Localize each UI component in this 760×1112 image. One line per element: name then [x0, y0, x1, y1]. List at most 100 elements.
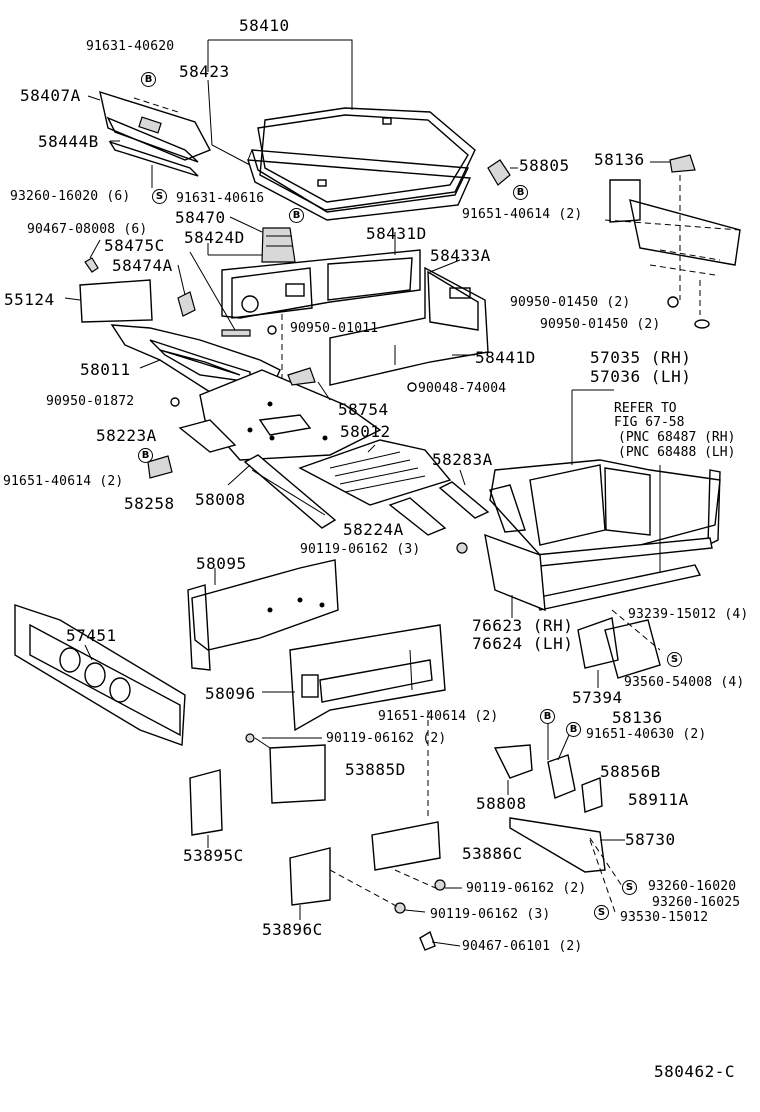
- badge-b: B: [138, 448, 153, 463]
- rail-58008: [243, 454, 337, 529]
- bracket-58258: [147, 455, 173, 479]
- tray-58730: [509, 817, 606, 873]
- label-58444b: 58444B: [38, 132, 99, 151]
- label-58433a: 58433A: [430, 246, 491, 265]
- label-58136-top: 58136: [594, 150, 645, 169]
- bracket-58808: [493, 744, 533, 779]
- label-90950-01450-2-a: 90950-01450 (2): [510, 295, 631, 310]
- label-91631-40620: 91631-40620: [86, 39, 175, 54]
- rail-58283a: [438, 481, 490, 519]
- bracket-58805: [487, 159, 511, 186]
- cover-panel-58407a: [99, 90, 211, 177]
- label-58475c: 58475C: [104, 236, 165, 255]
- label-53885d: 53885D: [345, 760, 406, 779]
- side-panel-58096: [289, 624, 446, 732]
- bracket-58911a: [581, 777, 603, 813]
- label-55124: 55124: [4, 290, 55, 309]
- label-90119-06162-3-top: 90119-06162 (3): [300, 542, 421, 557]
- panel-53896c: [289, 847, 331, 906]
- deck-board-tray-58410: [247, 107, 476, 221]
- label-58474a: 58474A: [112, 256, 173, 275]
- label-90119-06162-2-a: 90119-06162 (2): [326, 731, 447, 746]
- label-53886c: 53886C: [462, 844, 523, 863]
- label-58754: 58754: [338, 400, 389, 419]
- label-58012: 58012: [340, 422, 391, 441]
- label-58096: 58096: [205, 684, 256, 703]
- label-91631-40616: 91631-40616: [176, 191, 265, 206]
- mud-flap-76623: [484, 533, 546, 612]
- label-90048-74004: 90048-74004: [418, 381, 507, 396]
- label-58470: 58470: [175, 208, 226, 227]
- label-58805: 58805: [519, 156, 570, 175]
- badge-s: S: [594, 905, 609, 920]
- label-93260-16020: 93260-16020: [648, 879, 737, 894]
- label-90950-01450-2-b: 90950-01450 (2): [540, 317, 661, 332]
- label-58407a: 58407A: [20, 86, 81, 105]
- label-91651-40630-2: 91651-40630 (2): [586, 727, 707, 742]
- label-58224a: 58224A: [343, 520, 404, 539]
- bracket-58223a: [178, 419, 237, 453]
- label-90467-06101-2: 90467-06101 (2): [462, 939, 583, 954]
- label-58423: 58423: [179, 62, 230, 81]
- label-93239-15012: 93239-15012 (4): [628, 607, 749, 622]
- label-93260-16025: 93260-16025: [652, 895, 741, 910]
- floor-mat-58012: [298, 439, 452, 506]
- label-90950-01872: 90950-01872: [46, 394, 135, 409]
- jack-cover-58470: [261, 227, 296, 263]
- label-57451: 57451: [66, 626, 117, 645]
- label-90467-08008-6: 90467-08008 (6): [27, 222, 148, 237]
- bolt-90119: [456, 542, 468, 554]
- running-board: [534, 564, 702, 611]
- bracket-57394: [577, 617, 661, 679]
- label-58424d: 58424D: [184, 228, 245, 247]
- label-57035: 57035 (RH): [590, 348, 692, 367]
- sub-assembly-58136: [604, 154, 741, 315]
- trim-panel-58431d: [221, 249, 421, 319]
- crossmember-57451: [14, 604, 186, 746]
- figure-code: 580462-C: [654, 1062, 736, 1081]
- label-90950-01011: 90950-01011: [290, 321, 379, 336]
- label-58283a: 58283A: [432, 450, 493, 469]
- label-58095: 58095: [196, 554, 247, 573]
- label-58431d: 58431D: [366, 224, 427, 243]
- label-58911a: 58911A: [628, 790, 689, 809]
- badge-b: B: [141, 72, 156, 87]
- label-58730: 58730: [625, 830, 676, 849]
- rail-58224a: [388, 497, 447, 536]
- label-57036: 57036 (LH): [590, 367, 692, 386]
- label-91651-40614-2-left: 91651-40614 (2): [3, 474, 124, 489]
- refer-line-1: REFER TO: [614, 401, 677, 416]
- pad-55124: [79, 279, 153, 323]
- label-93260-16020-6: 93260-16020 (6): [10, 189, 131, 204]
- small-clips: [84, 257, 251, 337]
- label-91651-40614-2-mid: 91651-40614 (2): [378, 709, 499, 724]
- label-58258: 58258: [124, 494, 175, 513]
- panel-53886c: [371, 821, 441, 871]
- label-58136-bot: 58136: [612, 708, 663, 727]
- label-53896c: 53896C: [262, 920, 323, 939]
- badge-b: B: [513, 185, 528, 200]
- bed-box-57035: [489, 459, 721, 567]
- label-58441d: 58441D: [475, 348, 536, 367]
- refer-line-2: FIG 67-58: [614, 415, 685, 430]
- badge-s: S: [622, 880, 637, 895]
- label-58808: 58808: [476, 794, 527, 813]
- label-58223a: 58223A: [96, 426, 157, 445]
- panel-53895c: [189, 769, 223, 836]
- label-91651-40614-2-top: 91651-40614 (2): [462, 207, 583, 222]
- label-58008: 58008: [195, 490, 246, 509]
- label-90119-06162-2-b: 90119-06162 (2): [466, 881, 587, 896]
- label-76623: 76623 (RH): [472, 616, 574, 635]
- refer-line-4: (PNC 68488 (LH): [618, 445, 736, 460]
- badge-b: B: [540, 709, 555, 724]
- label-58011: 58011: [80, 360, 131, 379]
- label-93530-15012: 93530-15012: [620, 910, 709, 925]
- refer-line-3: (PNC 68487 (RH): [618, 430, 736, 445]
- badge-b: B: [566, 722, 581, 737]
- badge-s: S: [152, 189, 167, 204]
- label-76624: 76624 (LH): [472, 634, 574, 653]
- side-panel-58441d: [329, 266, 489, 386]
- label-93560-54008: 93560-54008 (4): [624, 675, 745, 690]
